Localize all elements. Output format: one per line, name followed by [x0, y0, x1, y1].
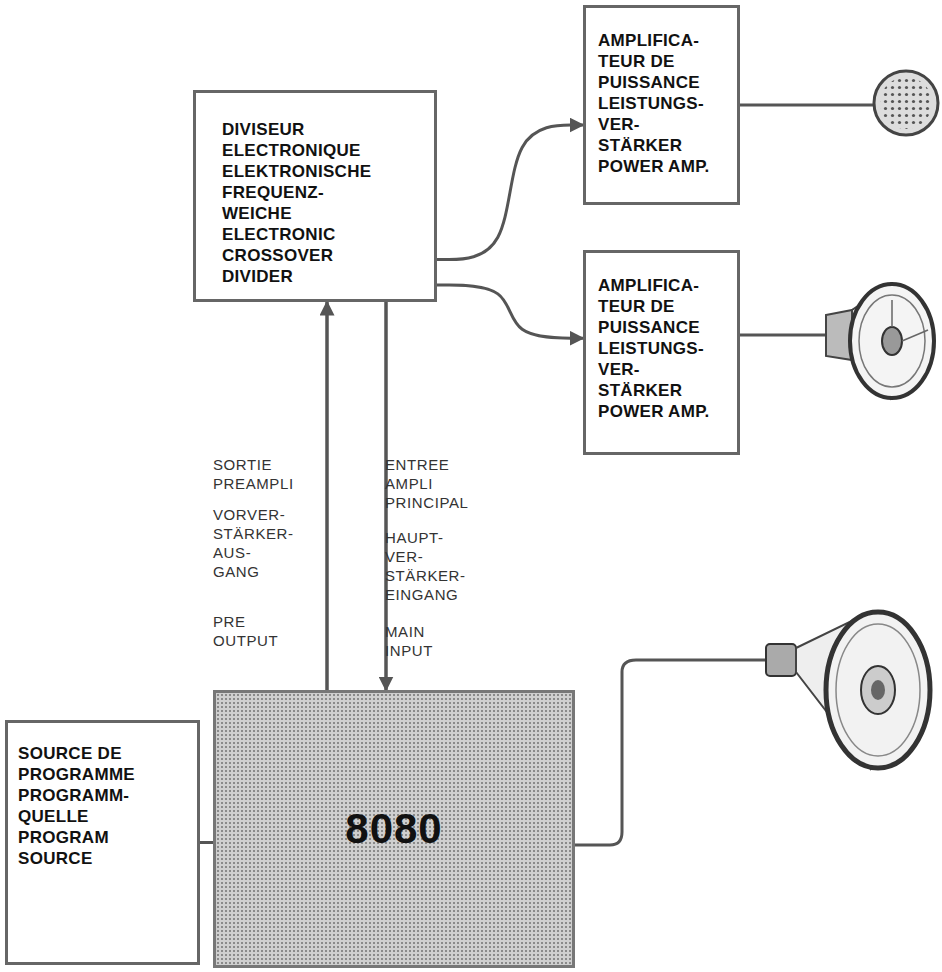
box-text: PROGRAM SOURCE [18, 827, 168, 869]
signal-label: HAUPT- VER- STÄRKER- EINGANG [385, 528, 466, 604]
signal-connector [325, 302, 329, 690]
signal-label: MAIN INPUT [385, 622, 433, 660]
signal-connector [437, 125, 583, 260]
power-amp-box: AMPLIFICA- TEUR DE PUISSANCELEISTUNGS- V… [583, 250, 740, 455]
box-text: ELECTRONIC CROSSOVER DIVIDER [222, 224, 336, 287]
signal-connector [200, 841, 213, 844]
box-text: POWER AMP. [598, 401, 716, 422]
box-text: LEISTUNGS- VER- STÄRKER [598, 338, 716, 401]
box-text: PROGRAMM- QUELLE [18, 785, 168, 827]
crossover-box: DIVISEUR ELECTRONIQUEELEKTRONISCHE FREQU… [193, 90, 437, 302]
amplifier-unit-box: 8080 [213, 690, 575, 968]
signal-label: SORTIE PREAMPLI [213, 455, 294, 493]
tweeter-symbol [874, 71, 938, 135]
signal-label: ENTREE AMPLI PRINCIPAL [385, 455, 468, 512]
box-text: AMPLIFICA- TEUR DE PUISSANCE [598, 30, 716, 93]
box-text: POWER AMP. [598, 156, 716, 177]
signal-connector [437, 285, 583, 338]
speaker-wire [740, 334, 826, 337]
signal-label: PRE OUTPUT [213, 612, 278, 650]
box-text: ELEKTRONISCHE FREQUENZ- WEICHE [222, 161, 371, 224]
program-source-box: SOURCE DE PROGRAMMEPROGRAMM- QUELLEPROGR… [5, 720, 200, 965]
box-text: SOURCE DE PROGRAMME [18, 743, 168, 785]
model-number: 8080 [345, 805, 442, 853]
box-text: DIVISEUR ELECTRONIQUE [222, 119, 361, 161]
box-text: LEISTUNGS- VER- STÄRKER [598, 93, 716, 156]
midrange-speaker-symbol [826, 284, 934, 398]
box-text: AMPLIFICA- TEUR DE PUISSANCE [598, 275, 716, 338]
signal-label: VORVER- STÄRKER- AUS- GANG [213, 505, 294, 581]
power-amp-box: AMPLIFICA- TEUR DE PUISSANCELEISTUNGS- V… [583, 5, 740, 205]
woofer-symbol [766, 612, 930, 768]
speaker-wire [575, 660, 768, 845]
speaker-wire [740, 104, 874, 107]
